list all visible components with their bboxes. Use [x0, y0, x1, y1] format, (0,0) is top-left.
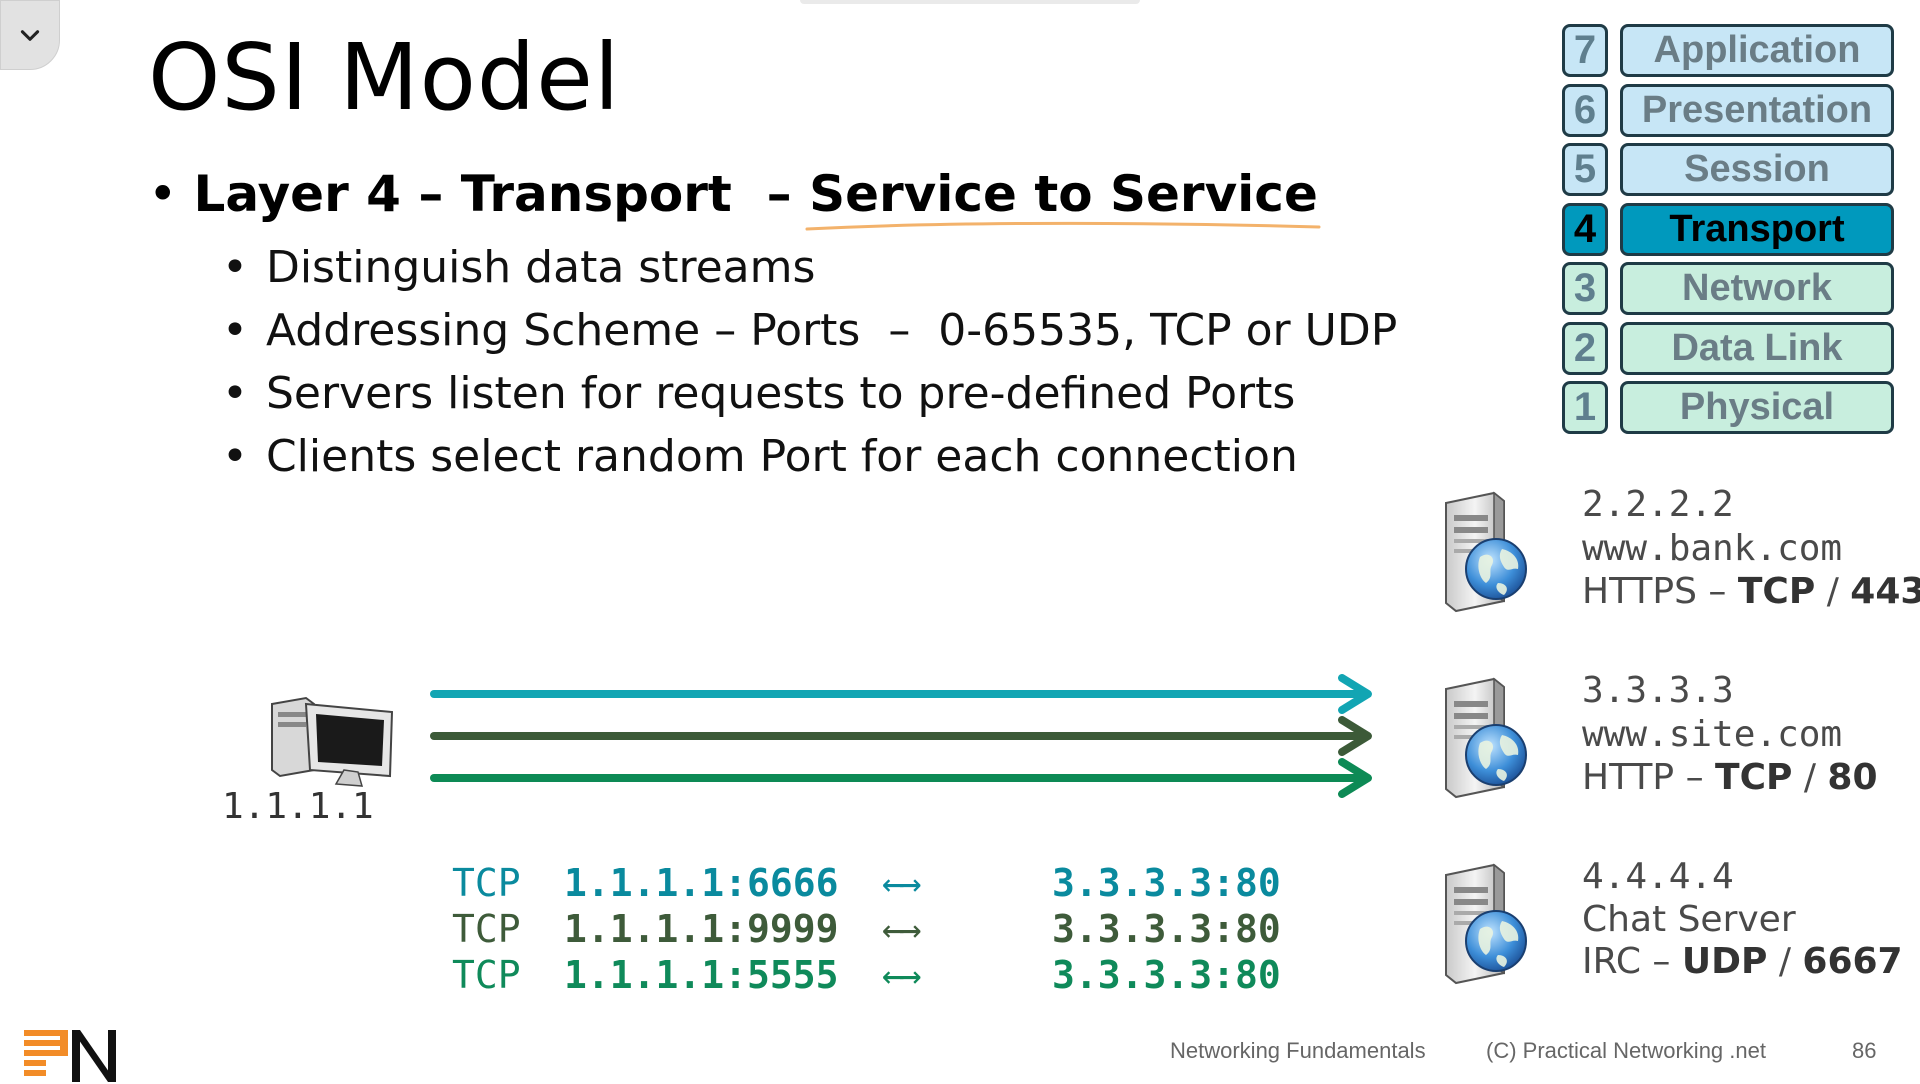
collapse-toggle-button[interactable] [0, 0, 60, 70]
osi-layer-1: 1 Physical [1562, 381, 1894, 437]
sub-bullet-text: Servers listen for requests to pre-defin… [265, 368, 1296, 419]
pn-logo [24, 1030, 116, 1082]
osi-layer-name: Session [1620, 143, 1894, 196]
osi-layer-number: 4 [1562, 202, 1608, 256]
osi-layer-number: 1 [1562, 381, 1608, 434]
server-label-chat: 4.4.4.4 Chat Server IRC – UDP / 6667 [1582, 855, 1903, 983]
main-bullet-highlight: Service to Service [805, 165, 1321, 231]
sub-bullet-text: Addressing Scheme – Ports – 0-65535, TCP… [265, 305, 1398, 356]
web-server-icon [1445, 492, 1527, 612]
sub-bullet: •Clients select random Port for each con… [222, 431, 1298, 482]
connection-row: TCP 1.1.1.1:5555 ←→ 3.3.3.3:80 [452, 952, 1281, 998]
main-bullet-dash: – [766, 165, 792, 223]
desktop-computer-icon [271, 696, 394, 787]
osi-layer-7: 7 Application [1562, 24, 1894, 80]
arrow-head-1 [1338, 674, 1372, 714]
conn-arrow: ←→ [882, 953, 922, 997]
osi-layer-name: Transport [1620, 202, 1894, 256]
footer-page-number: 86 [1852, 1038, 1877, 1063]
connection-row: TCP 1.1.1.1:6666 ←→ 3.3.3.3:80 [452, 860, 1281, 906]
footer-copyright: (C) Practical Networking .net [1486, 1038, 1766, 1063]
server-ip: 3.3.3.3 [1582, 670, 1734, 711]
main-bullet: • Layer 4 – Transport – Service to Servic… [148, 165, 1321, 231]
conn-protocol: TCP [452, 861, 521, 905]
arrow-head-2 [1338, 716, 1372, 756]
osi-layer-number: 3 [1562, 262, 1608, 315]
conn-arrow: ←→ [882, 861, 922, 905]
connection-arrows [430, 674, 1372, 798]
highlight-underline [805, 221, 1321, 231]
conn-protocol: TCP [452, 907, 521, 951]
connection-row: TCP 1.1.1.1:9999 ←→ 3.3.3.3:80 [452, 906, 1281, 952]
conn-protocol: TCP [452, 953, 521, 997]
conn-destination: 3.3.3.3:80 [1052, 953, 1281, 997]
server-host: Chat Server [1582, 899, 1796, 940]
osi-layer-number: 5 [1562, 143, 1608, 196]
server-protocol: HTTP – TCP / 80 [1582, 757, 1878, 798]
client-ip: 1.1.1.1 [222, 786, 374, 827]
server-host: www.bank.com [1582, 528, 1843, 569]
top-shadow [800, 0, 1140, 4]
server-label-site: 3.3.3.3 www.site.com HTTP – TCP / 80 [1582, 669, 1878, 799]
footer-course: Networking Fundamentals [1170, 1038, 1426, 1063]
server-protocol: IRC – UDP / 6667 [1582, 941, 1903, 982]
osi-layer-3: 3 Network [1562, 262, 1894, 318]
server-protocol: HTTPS – TCP / 443 [1582, 571, 1920, 612]
chevron-down-icon [20, 30, 40, 41]
bullet-dot: • [148, 165, 178, 223]
conn-source: 1.1.1.1:5555 [564, 953, 839, 997]
osi-layer-2: 2 Data Link [1562, 321, 1894, 378]
osi-layer-stack: 7 Application 6 Presentation 5 Session 4… [1562, 24, 1894, 441]
osi-layer-4: 4 Transport [1562, 202, 1894, 259]
sub-bullet: •Addressing Scheme – Ports – 0-65535, TC… [222, 305, 1398, 356]
server-host: www.site.com [1582, 714, 1843, 755]
osi-layer-5: 5 Session [1562, 143, 1894, 199]
connection-table: TCP 1.1.1.1:6666 ←→ 3.3.3.3:80 TCP 1.1.1… [452, 860, 1281, 998]
sub-bullet: •Servers listen for requests to pre-defi… [222, 368, 1296, 419]
server-ip: 4.4.4.4 [1582, 856, 1734, 897]
osi-layer-number: 2 [1562, 321, 1608, 375]
highlight-text: Service to Service [809, 165, 1318, 223]
sub-bullet-list: •Distinguish data streams •Addressing Sc… [222, 238, 1397, 490]
web-server-icon [1445, 678, 1527, 798]
arrow-head-3 [1338, 758, 1372, 798]
slide-title: OSI Model [148, 24, 621, 131]
osi-layer-name: Presentation [1620, 83, 1894, 137]
osi-layer-number: 7 [1562, 24, 1608, 77]
osi-layer-name: Data Link [1620, 321, 1894, 375]
osi-layer-name: Application [1620, 24, 1894, 77]
sub-bullet-text: Clients select random Port for each conn… [265, 431, 1298, 482]
conn-arrow: ←→ [882, 907, 922, 951]
web-server-icon [1445, 864, 1527, 984]
server-label-bank: 2.2.2.2 www.bank.com HTTPS – TCP / 443 [1582, 483, 1920, 613]
main-bullet-prefix: Layer 4 – Transport [193, 165, 732, 223]
conn-source: 1.1.1.1:6666 [564, 861, 839, 905]
sub-bullet: •Distinguish data streams [222, 242, 816, 293]
server-ip: 2.2.2.2 [1582, 484, 1734, 525]
osi-layer-number: 6 [1562, 83, 1608, 137]
osi-layer-6: 6 Presentation [1562, 83, 1894, 140]
conn-destination: 3.3.3.3:80 [1052, 907, 1281, 951]
conn-destination: 3.3.3.3:80 [1052, 861, 1281, 905]
conn-source: 1.1.1.1:9999 [564, 907, 839, 951]
osi-layer-name: Physical [1620, 381, 1894, 434]
osi-layer-name: Network [1620, 262, 1894, 315]
sub-bullet-text: Distinguish data streams [265, 242, 816, 293]
